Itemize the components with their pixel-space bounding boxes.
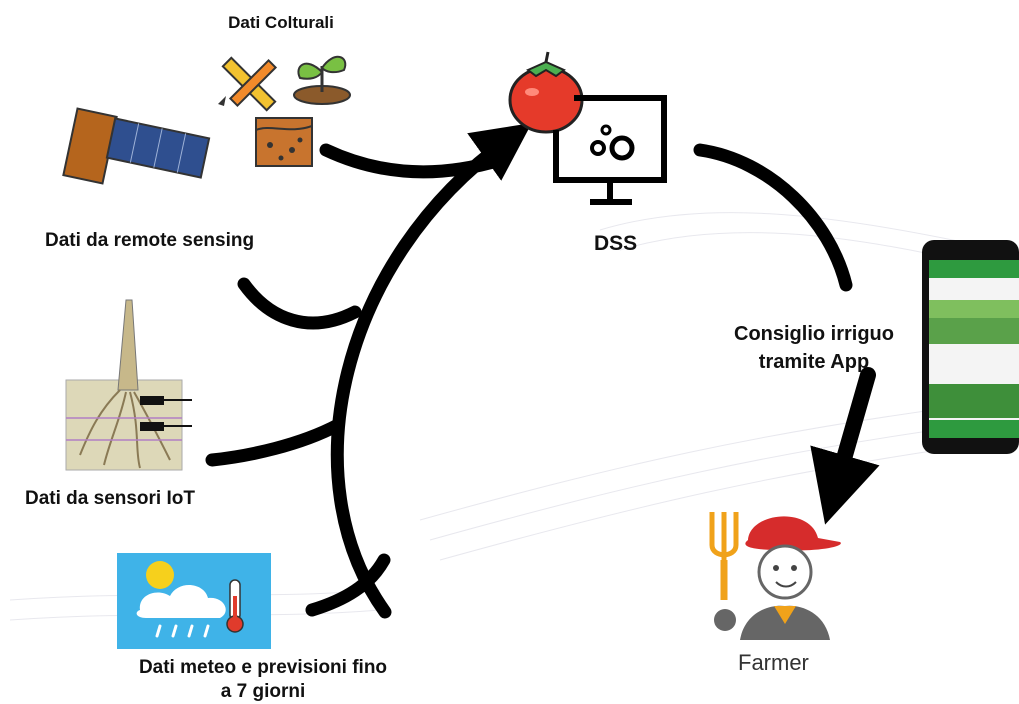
ruler-pencil-icon	[218, 56, 278, 112]
satellite-icon	[62, 107, 211, 185]
flow-arrows	[205, 122, 880, 619]
soil-profile-icon	[255, 117, 313, 167]
crop-data-label: Dati Colturali	[228, 13, 334, 32]
tomato-icon	[508, 51, 584, 134]
dss-label: DSS	[594, 232, 638, 255]
farmer-icon	[709, 512, 841, 640]
remote-sensing-arrow	[237, 277, 362, 330]
weather-label-line-1: Dati meteo e previsioni fino	[138, 657, 388, 678]
iot-sensors-label: Dati da sensori IoT	[25, 488, 195, 509]
soil-sensor-icon	[65, 299, 192, 471]
weather-label: Dati meteo e previsioni fino a 7 giorni	[118, 656, 408, 704]
irrigation-advice-label: Consiglio irriguo tramite App	[714, 320, 914, 376]
remote-sensing-label: Dati da remote sensing	[45, 230, 255, 251]
computer-gears-icon	[553, 95, 667, 205]
app-to-farmer-arrow	[810, 367, 880, 525]
crop-data-arrow	[319, 143, 507, 179]
smartphone-app-icon	[922, 240, 1019, 454]
dss-to-app-arrow	[693, 143, 853, 292]
weather-arrow	[305, 553, 391, 617]
weather-thermometer-icon	[117, 553, 271, 649]
input-arc-arrow	[330, 122, 532, 619]
weather-label-line-2: a 7 giorni	[220, 681, 306, 702]
farmer-label: Farmer	[738, 650, 809, 675]
irrigation-advice-line-2: tramite App	[758, 351, 870, 373]
irrigation-advice-line-1: Consiglio irriguo	[734, 323, 894, 345]
iot-arrow	[205, 418, 345, 467]
sprout-icon	[293, 56, 351, 105]
